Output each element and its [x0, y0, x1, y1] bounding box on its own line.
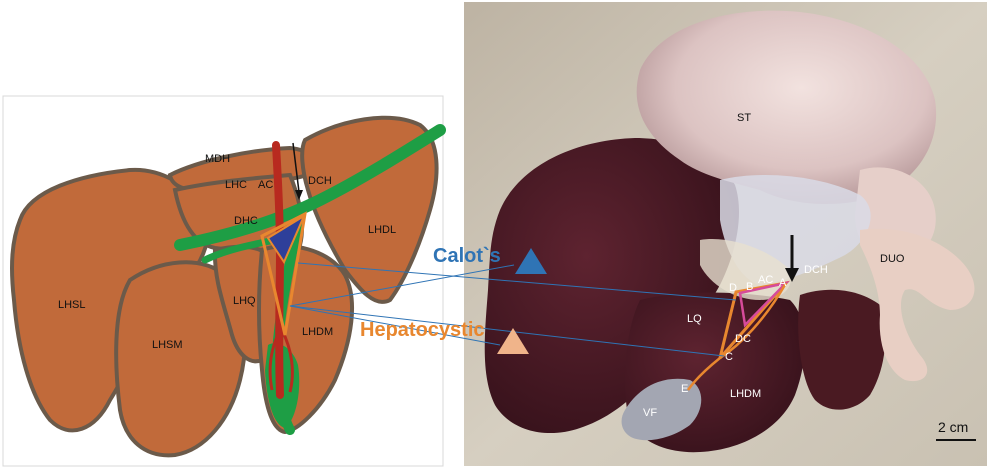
cystic-artery [276, 145, 280, 395]
label-lhdm-photo: LHDM [730, 388, 761, 400]
label-dc: DC [735, 333, 751, 345]
label-ac-schematic: AC [258, 179, 273, 191]
hepatocystic-triangle-label: Hepatocystic [360, 319, 485, 341]
label-vf: VF [643, 407, 657, 419]
label-mdh: MDH [205, 153, 230, 165]
label-lhq: LHQ [233, 295, 256, 307]
label-ac-photo: AC [758, 274, 773, 286]
label-lhc: LHC [225, 179, 247, 191]
liver-schematic: MDH LHC AC DCH DHC LHDL LHSL LHQ LHDM LH… [3, 96, 443, 466]
label-e: E [681, 383, 688, 395]
label-lhsl: LHSL [58, 299, 86, 311]
label-duo: DUO [880, 253, 905, 265]
label-d: D [729, 282, 737, 294]
label-dch-schematic: DCH [308, 175, 332, 187]
label-st: ST [737, 112, 751, 124]
label-c: C [725, 351, 733, 363]
label-dhc: DHC [234, 215, 258, 227]
label-lq: LQ [687, 313, 702, 325]
label-a: A [779, 277, 787, 289]
label-dch-photo: DCH [804, 264, 828, 276]
scale-bar-label: 2 cm [938, 419, 968, 435]
label-b: B [746, 281, 753, 293]
label-lhdl: LHDL [368, 224, 396, 236]
calot-triangle-label: Calot`s [433, 245, 501, 267]
dissection-photo: ST D B AC A DCH DUO LQ DC C E VF LHDM 2 … [464, 2, 987, 466]
label-lhsm: LHSM [152, 339, 183, 351]
label-lhdm-schematic: LHDM [302, 326, 333, 338]
